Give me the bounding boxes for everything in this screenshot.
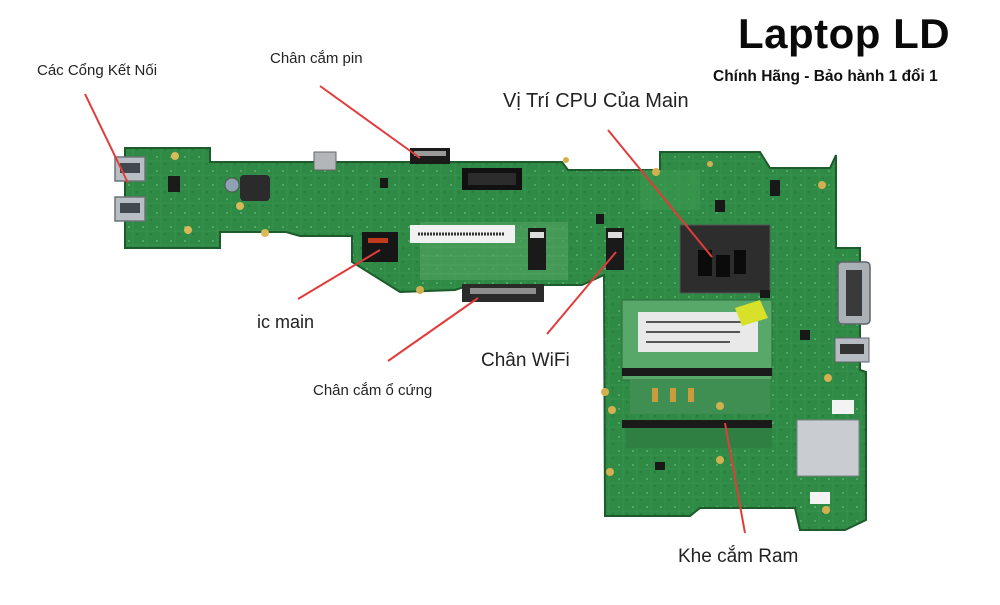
label-hdd-connector: Chân cắm ổ cứng — [313, 382, 433, 399]
label-battery-connector: Chân cắm pin — [270, 50, 363, 67]
leader-line-ports — [84, 93, 129, 184]
leader-line-cpu — [607, 129, 713, 258]
label-ram: Khe cắm Ram — [678, 546, 799, 567]
vga-port — [837, 261, 871, 325]
leader-line-ram — [724, 422, 746, 534]
label-ic-main: ic main — [257, 312, 315, 332]
leader-line-wifi — [546, 251, 617, 335]
ram-slots — [621, 299, 773, 448]
label-ports: Các Cổng Kết Nối — [37, 62, 158, 79]
brand-title: Laptop LD — [738, 10, 951, 57]
leader-lines — [84, 85, 746, 534]
brand-subtitle: Chính Hãng - Bảo hành 1 đổi 1 — [713, 68, 938, 85]
label-cpu: Vị Trí CPU Của Main — [503, 90, 689, 112]
leader-line-battery — [319, 85, 421, 159]
leader-line-ic-main — [297, 249, 381, 300]
usb-ports — [114, 156, 146, 222]
battery-connector — [410, 148, 450, 164]
leader-line-hdd — [387, 297, 479, 362]
label-wifi: Chân WiFi — [481, 350, 570, 371]
hdd-connector — [462, 284, 544, 302]
